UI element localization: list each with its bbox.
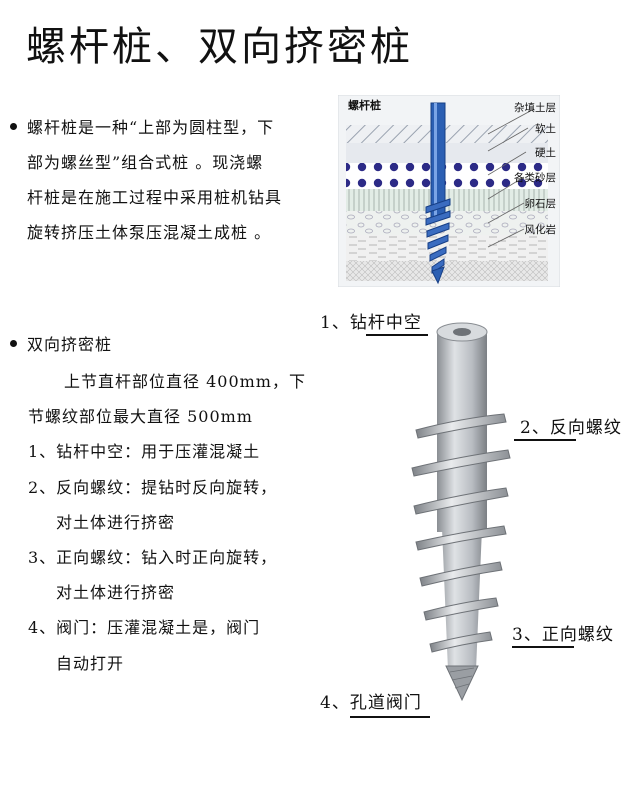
soil-layers-figure: 螺杆桩 杂填土层 软土 硬土 各类砂层 卵石层 风化岩 bbox=[338, 95, 560, 287]
text-line: 对土体进行挤密 bbox=[56, 583, 176, 603]
text-line: 旋转挤压土体泵压混凝土成桩 。 bbox=[27, 223, 272, 242]
callout-underline bbox=[514, 439, 576, 441]
text-line: 对土体进行挤密 bbox=[56, 512, 176, 532]
screw-pile-figure bbox=[411, 322, 511, 702]
soil-layer-label: 杂填土层 bbox=[514, 101, 556, 114]
soil-layer-label: 风化岩 bbox=[525, 223, 557, 236]
page-title: 螺杆桩、双向挤密桩 bbox=[26, 24, 413, 70]
callout-hollow-rod: 1、钻杆中空 bbox=[320, 313, 422, 333]
text-line: 部为螺丝型”组合式桩 。现浇螺 bbox=[27, 153, 264, 172]
soil-layer-label: 各类砂层 bbox=[514, 171, 556, 184]
text-line: 上节直杆部位直径 400mm，下 bbox=[64, 372, 306, 391]
callout-channel-valve: 4、孔道阀门 bbox=[320, 693, 422, 713]
bullet-dot bbox=[10, 340, 17, 347]
section2-text: 上节直杆部位直径 400mm，下 节螺纹部位最大直径 500mm 1、钻杆中空：… bbox=[0, 364, 306, 681]
callout-underline bbox=[512, 646, 574, 648]
text-line: 1、钻杆中空：用于压灌混凝土 bbox=[28, 442, 261, 462]
callout-forward-thread: 3、正向螺纹 bbox=[512, 625, 614, 645]
text-line: 4、阀门：压灌混凝土是，阀门 bbox=[28, 618, 261, 638]
section2-heading: 双向挤密桩 bbox=[27, 335, 113, 354]
text-line: 螺杆桩是一种“上部为圆柱型，下 bbox=[27, 118, 275, 137]
soil-layer-label: 软土 bbox=[535, 122, 556, 135]
soil-layer-label: 硬土 bbox=[535, 146, 556, 159]
bullet-dot bbox=[10, 123, 17, 130]
text-line: 自动打开 bbox=[56, 653, 125, 673]
text-line: 3、正向螺纹：钻入时正向旋转， bbox=[28, 548, 278, 568]
text-line: 节螺纹部位最大直径 500mm bbox=[28, 407, 253, 427]
soil-layer-label: 卵石层 bbox=[525, 198, 557, 210]
section1-text: 螺杆桩是一种“上部为圆柱型，下 部为螺丝型”组合式桩 。现浇螺 杆桩是在施工过程… bbox=[27, 110, 282, 250]
callout-underline bbox=[366, 334, 428, 336]
soil-fig-label: 螺杆桩 bbox=[348, 98, 381, 112]
text-line: 2、反向螺纹：提钻时反向旋转， bbox=[28, 477, 278, 497]
callout-reverse-thread: 2、反向螺纹 bbox=[520, 418, 622, 438]
callout-underline bbox=[350, 716, 430, 718]
text-line: 杆桩是在施工过程中采用桩机钻具 bbox=[27, 188, 283, 207]
